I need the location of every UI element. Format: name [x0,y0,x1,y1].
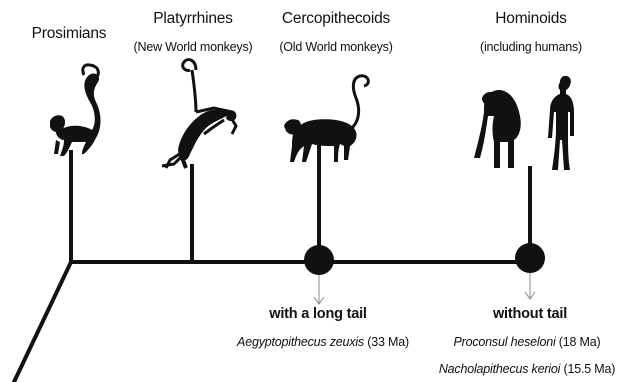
cercopithecoids-title: Cercopithecoids [282,10,390,28]
fossil-aegyptopithecus: Aegyptopithecus zeuxis (33 Ma) [237,335,409,349]
long-tail-arrow [314,275,324,304]
hominoids-subtitle: (including humans) [480,40,582,54]
tailless-arrow [525,273,535,299]
cercopithecoids-subtitle: (Old World monkeys) [279,40,392,54]
fossil-age: (15.5 Ma) [560,362,615,376]
fossil-nacholapithecus: Nacholapithecus kerioi (15.5 Ma) [439,362,615,376]
tailless-node [515,243,545,273]
human-silhouette-icon [548,76,574,170]
fossil-age: (33 Ma) [364,335,409,349]
platyrrhines-subtitle: (New World monkeys) [134,40,253,54]
chimpanzee-silhouette-icon [474,90,521,168]
hominoids-title: Hominoids [495,10,566,28]
fossil-species-name: Aegyptopithecus zeuxis [237,335,364,349]
root-diagonal-branch [14,262,71,382]
fossil-proconsul: Proconsul heseloni (18 Ma) [454,335,601,349]
long-tail-node [304,245,334,275]
long-tail-trait-label: with a long tail [269,306,367,322]
spider-monkey-silhouette-icon [162,60,236,168]
lemur-silhouette-icon [50,65,101,156]
tailless-trait-label: without tail [493,306,567,322]
prosimians-title: Prosimians [32,25,107,43]
macaque-silhouette-icon [284,76,368,162]
fossil-age: (18 Ma) [556,335,601,349]
fossil-species-name: Proconsul heseloni [454,335,556,349]
fossil-species-name: Nacholapithecus kerioi [439,362,560,376]
platyrrhines-title: Platyrrhines [153,10,232,28]
